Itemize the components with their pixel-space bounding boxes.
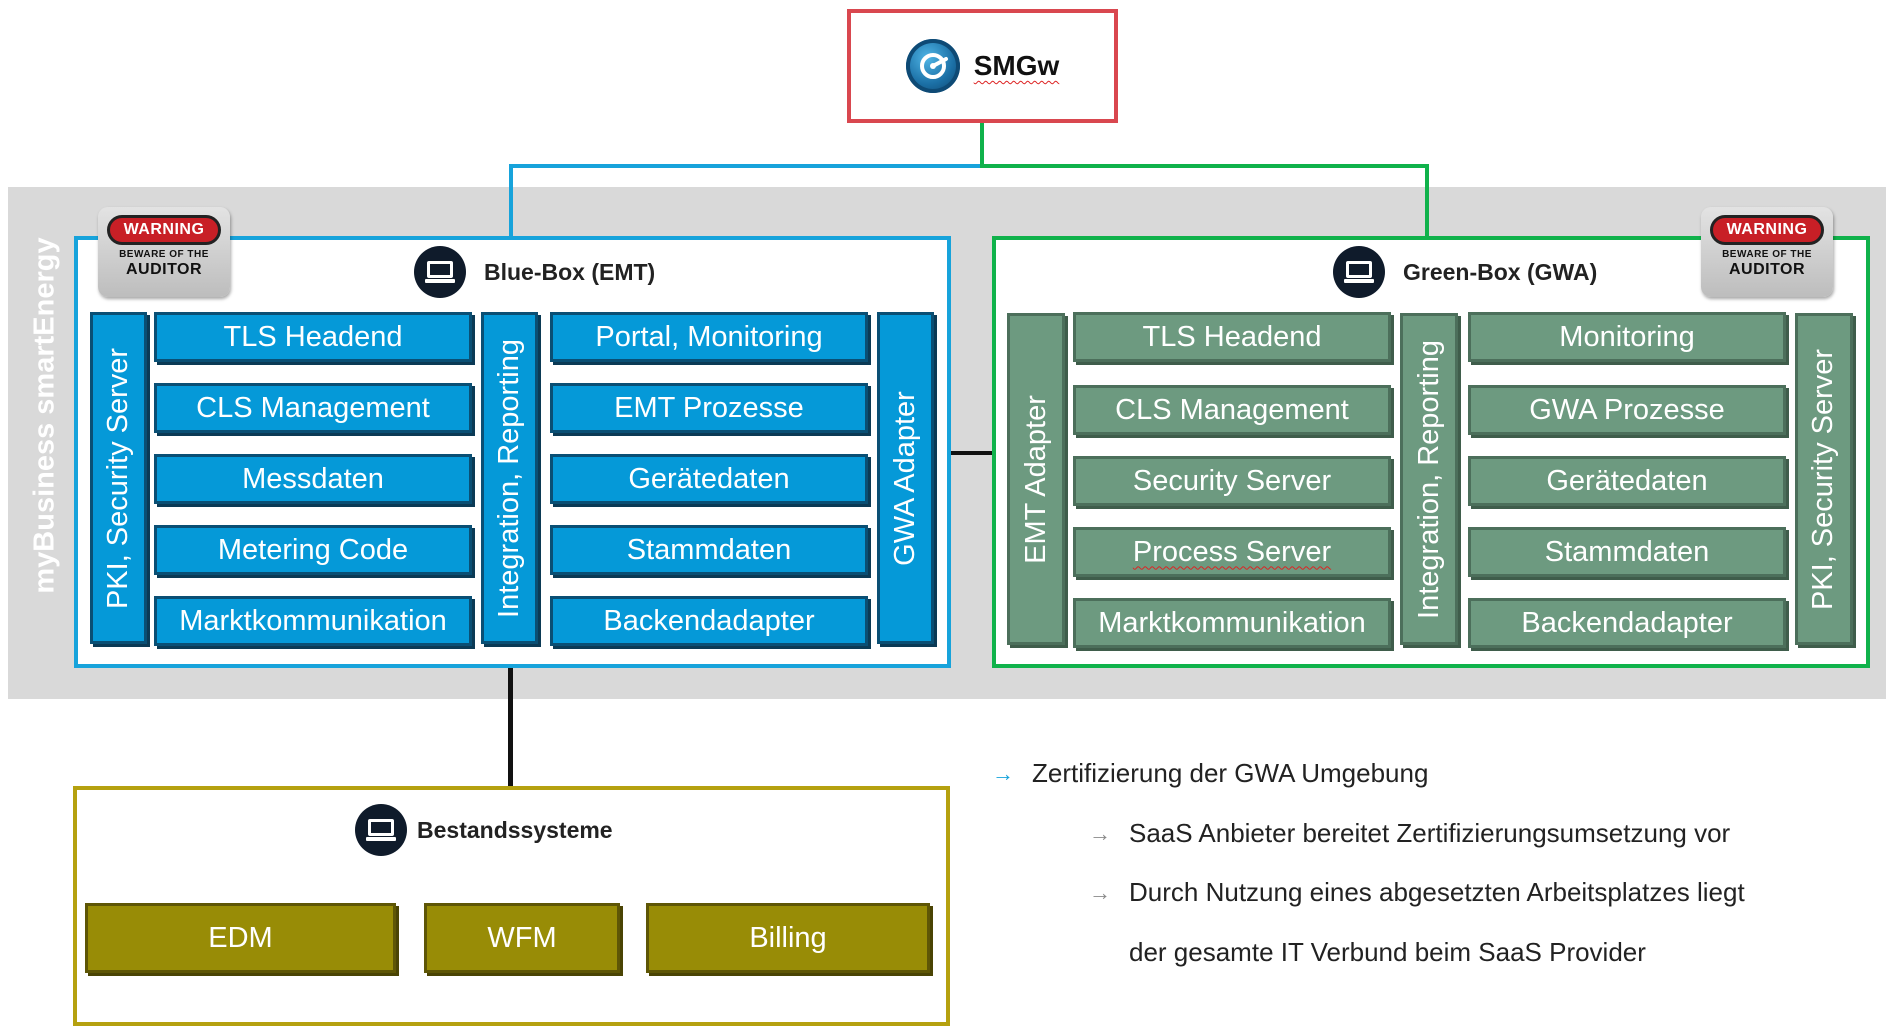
green-col1-tile: Marktkommunikation (1073, 598, 1391, 648)
blue-left-vertical-tile: PKI, Security Server (90, 312, 147, 644)
arrow-right-icon: → (1089, 879, 1111, 905)
arrow-right-icon: → (992, 760, 1014, 786)
connector-blue-green (951, 451, 994, 455)
connector-green-horizontal (980, 164, 1429, 168)
connector-blue-vertical (509, 164, 513, 238)
green-col1-tile: Security Server (1073, 456, 1391, 506)
blue-col1-tile: CLS Management (154, 383, 472, 433)
blue-col2-tile: EMT Prozesse (550, 383, 868, 433)
system-tile-wfm: WFM (424, 903, 620, 973)
blue-col2-tile: Gerätedaten (550, 454, 868, 504)
green-col2-tile: Backendadapter (1468, 598, 1786, 648)
green-box-title: Green-Box (GWA) (1333, 246, 1597, 298)
bestandssysteme-title: Bestandssysteme (355, 804, 613, 856)
note-sub2-continuation: der gesamte IT Verbund beim SaaS Provide… (1129, 937, 1646, 968)
blue-right-vertical-tile: GWA Adapter (877, 312, 934, 644)
green-col2-tile: Stammdaten (1468, 527, 1786, 577)
green-col1-tile: Process Server (1073, 527, 1391, 577)
connector-blue-bestand (508, 668, 513, 788)
green-col2-tile: Gerätedaten (1468, 456, 1786, 506)
green-col2-tile: Monitoring (1468, 312, 1786, 362)
connector-blue-horizontal (509, 164, 984, 168)
blue-col2-tile: Stammdaten (550, 525, 868, 575)
blue-col2-tile: Portal, Monitoring (550, 312, 868, 362)
green-col1-tile: CLS Management (1073, 385, 1391, 435)
blue-col1-tile: Marktkommunikation (154, 596, 472, 646)
warning-auditor-text: AUDITOR (1728, 261, 1806, 278)
monitor-icon (1333, 246, 1385, 298)
band-label: myBusiness smartEnergy (28, 236, 61, 594)
note-sub2-text: Durch Nutzung eines abgesetzten Arbeitsp… (1129, 877, 1745, 907)
note-main: → Zertifizierung der GWA Umgebung (992, 758, 1428, 789)
green-col1-tile: TLS Headend (1073, 312, 1391, 362)
green-col2-tile: GWA Prozesse (1468, 385, 1786, 435)
system-tile-billing: Billing (646, 903, 930, 973)
monitor-icon (414, 246, 466, 298)
gateway-logo-icon (905, 39, 960, 93)
smgw-label: SMGw (973, 50, 1060, 81)
blue-col2-tile: Backendadapter (550, 596, 868, 646)
green-mid-vertical-tile: Integration, Reporting (1400, 313, 1458, 645)
blue-col1-tile: Metering Code (154, 525, 472, 575)
warning-subtext: BEWARE OF THE (119, 249, 209, 260)
connector-smgw-down (980, 123, 984, 167)
note-sub1-text: SaaS Anbieter bereitet Zertifizierungsum… (1129, 818, 1731, 848)
green-left-vertical-tile: EMT Adapter (1007, 313, 1065, 645)
green-box-title-text: Green-Box (GWA) (1403, 258, 1598, 285)
note-main-text: Zertifizierung der GWA Umgebung (1032, 758, 1429, 788)
blue-box-title: Blue-Box (EMT) (414, 246, 655, 298)
monitor-icon (355, 804, 407, 856)
system-tile-edm: EDM (85, 903, 396, 973)
warning-badge-right: WARNING BEWARE OF THE AUDITOR (1701, 207, 1833, 297)
note-sub2-cont-text: der gesamte IT Verbund beim SaaS Provide… (1129, 937, 1646, 967)
note-sub1: → SaaS Anbieter bereitet Zertifizierungs… (1089, 818, 1730, 849)
warning-badge-left: WARNING BEWARE OF THE AUDITOR (98, 207, 230, 297)
blue-col1-tile: TLS Headend (154, 312, 472, 362)
warning-text: WARNING (106, 215, 222, 245)
warning-subtext: BEWARE OF THE (1722, 249, 1812, 260)
smgw-box: SMGw (847, 9, 1118, 123)
warning-auditor-text: AUDITOR (125, 261, 203, 278)
connector-green-vertical (1425, 164, 1429, 238)
warning-text: WARNING (1709, 215, 1825, 245)
blue-col1-tile: Messdaten (154, 454, 472, 504)
blue-box-title-text: Blue-Box (EMT) (484, 258, 656, 285)
bestandssysteme-title-text: Bestandssysteme (417, 816, 613, 843)
arrow-right-icon: → (1089, 820, 1111, 846)
blue-mid-vertical-tile: Integration, Reporting (481, 312, 538, 644)
green-right-vertical-tile: PKI, Security Server (1795, 313, 1853, 645)
note-sub2: → Durch Nutzung eines abgesetzten Arbeit… (1089, 877, 1745, 908)
